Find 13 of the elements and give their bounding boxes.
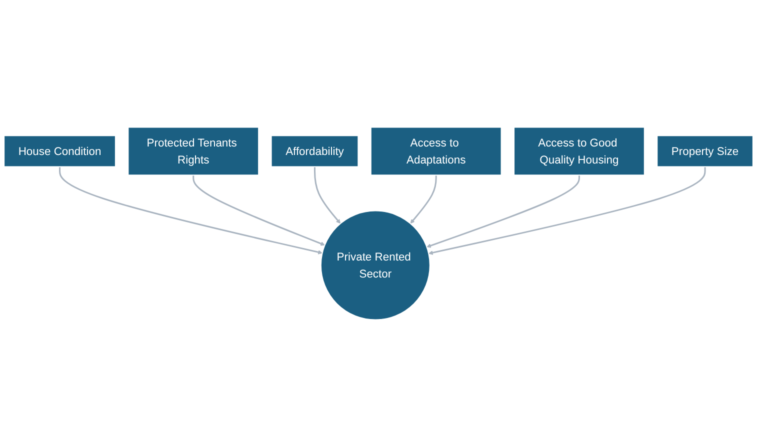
factor-box: Access to Adaptations [370,126,502,176]
factor-box: Property Size [656,135,754,168]
arrow [314,166,341,224]
arrow [410,175,437,224]
factor-box: Access to Good Quality Housing [514,126,645,176]
arrow [192,175,325,246]
arrow [428,166,706,255]
factor-box: Affordability [270,135,359,168]
factor-box: House Condition [4,135,116,168]
factor-box: Protected Tenants Rights [128,126,260,176]
center-circle: Private Rented Sector [320,210,430,320]
arrow [59,166,322,254]
arrow [426,175,580,248]
